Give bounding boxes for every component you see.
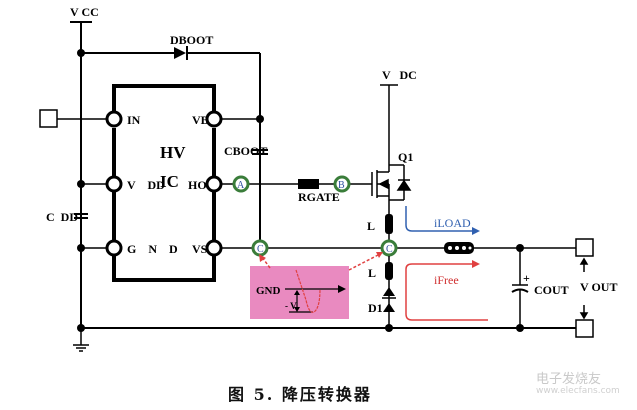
vdc-rail	[380, 84, 398, 165]
node-c-left: C	[251, 239, 269, 257]
upper-inductor	[385, 206, 393, 240]
output-inductor	[444, 242, 474, 254]
svg-text:C: C	[386, 244, 393, 255]
d1-diode	[382, 287, 396, 312]
ic-pin-gnd	[105, 239, 123, 257]
ic-label: IC	[160, 172, 179, 191]
d1-label: D1	[368, 301, 383, 315]
l-lower-label: L	[368, 266, 376, 280]
rgate-resistor	[298, 179, 319, 189]
vcc-label: V CC	[70, 5, 99, 19]
ic-pin-vs	[205, 239, 223, 257]
ic-pin-in	[105, 110, 123, 128]
dboot-label: DBOOT	[170, 33, 213, 47]
ic-pin-ho	[205, 175, 223, 193]
pin-vb-label: VB	[192, 113, 209, 127]
cout-capacitor	[511, 248, 529, 328]
vout-arrows	[579, 257, 589, 320]
vout-label: V OUT	[580, 280, 617, 294]
node-a: A	[232, 175, 250, 193]
cdd-capacitor	[74, 213, 88, 219]
hv-label: HV	[160, 143, 186, 162]
cout-label: COUT	[534, 283, 569, 297]
pin-in-label: IN	[127, 113, 141, 127]
watermark-url: www.elecfans.com	[536, 386, 620, 396]
hv-ic-box	[112, 84, 216, 282]
svg-text:B: B	[338, 180, 345, 191]
ifree-label: iFree	[434, 273, 459, 287]
cout-plus: +	[523, 271, 530, 285]
svg-text:C: C	[257, 244, 264, 255]
cboot-capacitor	[252, 149, 268, 155]
vdc-label: V DC	[382, 68, 417, 82]
vout-terminal-top	[575, 238, 594, 257]
cdd-label: C DD	[46, 210, 78, 224]
ifree-arrow	[405, 260, 488, 321]
iload-label: iLOAD	[434, 216, 471, 230]
pin-ho-label: HO	[188, 178, 207, 192]
ground-icon	[73, 328, 89, 352]
l-upper-label: L	[367, 219, 375, 233]
figure-caption: 图 5. 降压转换器	[228, 385, 372, 404]
q1-label: Q1	[398, 150, 413, 164]
pin-vs-label: VS	[192, 242, 208, 256]
watermark-text: 电子发烧友	[536, 372, 602, 387]
vout-terminal-bottom	[575, 319, 594, 338]
ic-pin-vb	[205, 110, 223, 128]
negative-voltage-inset	[250, 266, 349, 319]
neg-v-label: - V	[285, 301, 297, 311]
pin-vdd-label: V DD	[127, 178, 165, 192]
node-c-right: C	[380, 239, 398, 257]
ic-pin-vdd	[105, 175, 123, 193]
q1-mosfet	[371, 164, 412, 206]
rgate-label: RGATE	[298, 190, 340, 204]
cboot-label: CBOOT	[224, 144, 267, 158]
iload-arrow	[405, 206, 480, 235]
pin-gnd-label: G N D	[127, 242, 178, 256]
dboot-diode	[174, 46, 188, 60]
svg-text:A: A	[237, 180, 245, 191]
input-terminal	[39, 109, 107, 128]
node-b: B	[333, 175, 351, 193]
gnd-label: GND	[256, 285, 281, 297]
